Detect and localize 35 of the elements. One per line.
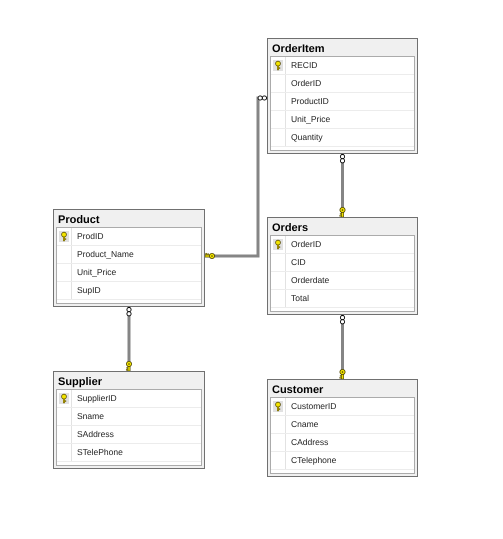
relationship-line: [204, 95, 267, 259]
column-name: ProdID: [77, 231, 104, 242]
entity-table: [267, 379, 418, 477]
column-name: SupID: [77, 285, 101, 296]
column-name: CTelephone: [291, 455, 336, 466]
column-name: RECID: [291, 60, 318, 71]
relationship-line: [126, 307, 132, 372]
column-name: Orderdate: [291, 275, 330, 286]
column-name: OrderID: [291, 239, 322, 250]
table-name: Customer: [272, 383, 324, 398]
entity-table: [53, 371, 205, 469]
column-name: Unit_Price: [291, 114, 330, 125]
column-name: Quantity: [291, 132, 323, 143]
relationship-line: [339, 315, 346, 380]
relationship-line: [339, 154, 346, 218]
entity-table: [267, 217, 418, 315]
table-name: OrderItem: [272, 42, 325, 57]
table-name: Product: [58, 213, 100, 228]
column-name: STelePhone: [77, 447, 123, 458]
column-name: ProductID: [291, 96, 329, 107]
entity-table: [267, 38, 418, 154]
column-name: Total: [291, 293, 309, 304]
column-name: CID: [291, 257, 306, 268]
column-name: SupplierID: [77, 393, 117, 404]
entity-table: [53, 209, 205, 307]
table-name: Orders: [272, 221, 308, 236]
column-name: Sname: [77, 411, 104, 422]
column-name: Cname: [291, 419, 318, 430]
column-name: SAddress: [77, 429, 114, 440]
column-name: Product_Name: [77, 249, 134, 260]
table-name: Supplier: [58, 375, 102, 390]
column-name: OrderID: [291, 78, 322, 89]
column-name: CAddress: [291, 437, 328, 448]
column-name: Unit_Price: [77, 267, 116, 278]
column-name: CustomerID: [291, 401, 336, 412]
